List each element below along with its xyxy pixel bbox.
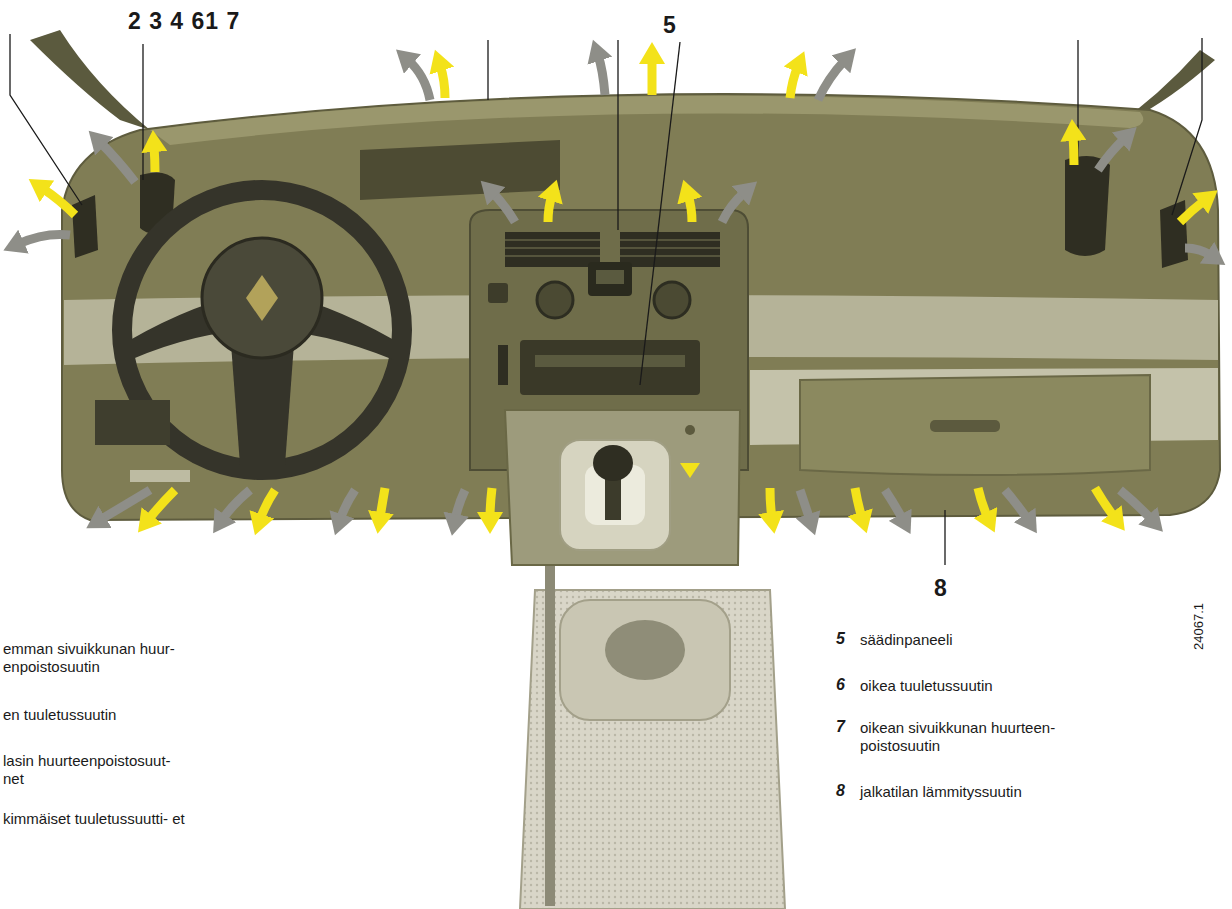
callout-number: 7 bbox=[836, 718, 845, 736]
callout-number: 5 bbox=[836, 630, 845, 648]
callout-number: 8 bbox=[934, 575, 948, 601]
legend-item-text: oikea tuuletussuutin bbox=[860, 677, 1110, 695]
figure-reference: 24067.1 bbox=[1190, 603, 1208, 650]
legend-item-text: en tuuletussuutin bbox=[3, 706, 193, 724]
legend-item-text: jalkatilan lämmityssuutin bbox=[860, 783, 1110, 801]
callout-number: 6 bbox=[836, 676, 845, 694]
legend-item-text: säädinpaneeli bbox=[860, 631, 1110, 649]
legend-item-text: oikean sivuikkunan huurteen- poistosuuti… bbox=[860, 719, 1075, 755]
legend-item-text: lasin huurteenpoistosuut- net bbox=[3, 752, 193, 788]
legend-item-text: kimmäiset tuuletussuutti- et bbox=[3, 810, 193, 828]
callout-number: 8 bbox=[836, 782, 845, 800]
legend-item-text: emman sivuikkunan huur- enpoistosuutin bbox=[3, 640, 188, 676]
callout-number-group: 2 3 4 61 7 bbox=[128, 8, 240, 34]
callout-number: 5 bbox=[663, 12, 677, 38]
